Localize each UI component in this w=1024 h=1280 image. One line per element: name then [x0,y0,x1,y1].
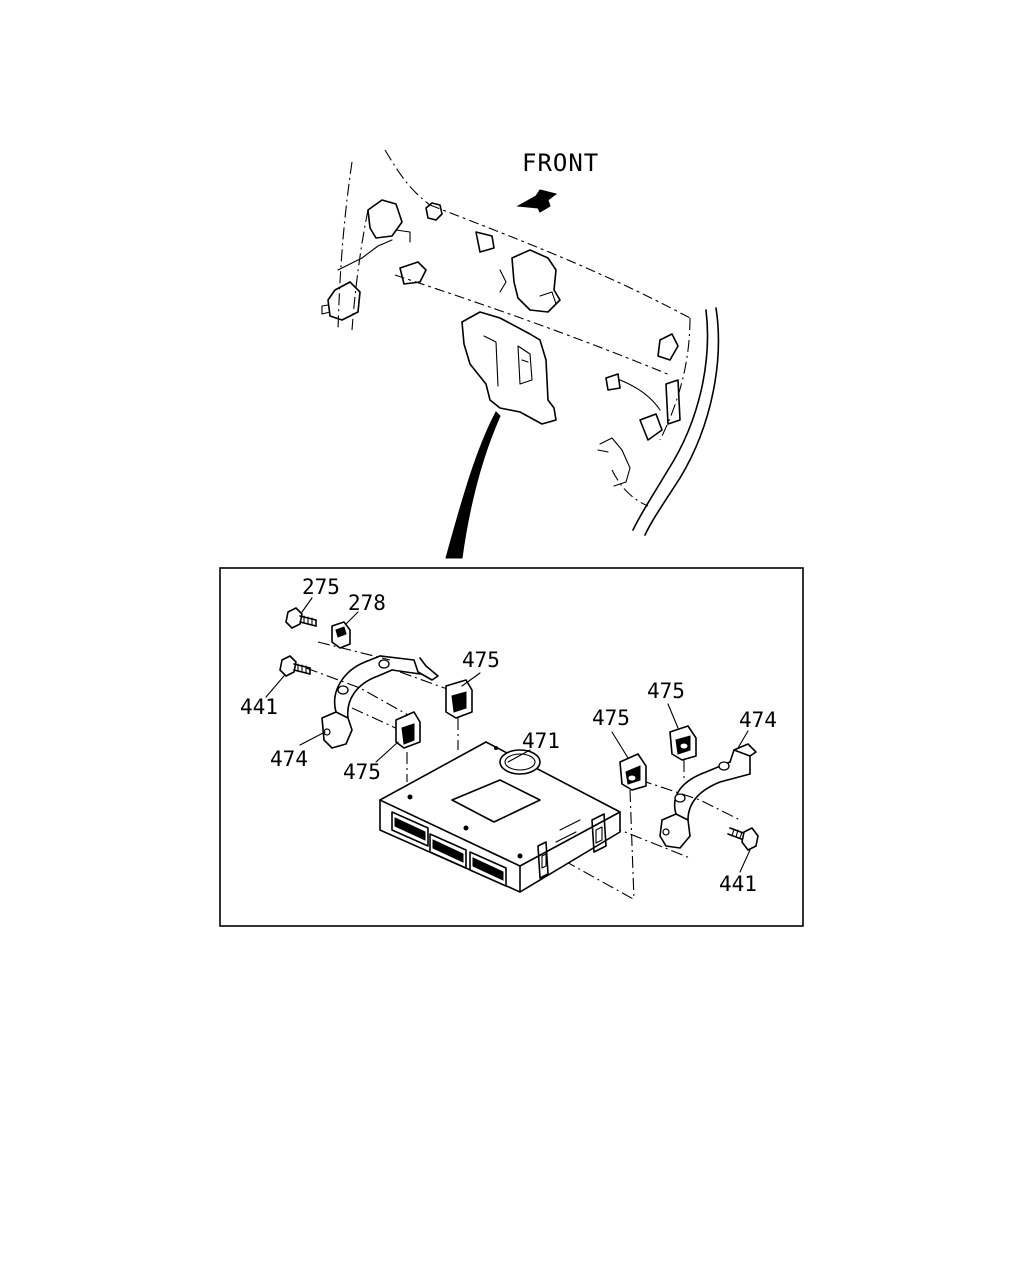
callout-441-left: 441 [240,695,278,719]
clip-475-lower-left [395,711,421,749]
callout-474-right: 474 [739,708,777,732]
front-label: FRONT [522,149,599,177]
callout-labels: 275 278 441 474 475 475 471 475 475 474 … [240,575,777,896]
detail-frame [219,567,804,927]
callout-278: 278 [348,591,386,615]
callout-475-upper-left: 475 [462,648,500,672]
callout-474-left: 474 [270,747,308,771]
clip-475-right-lower [619,753,647,791]
callout-475-right-upper: 475 [647,679,685,703]
nut-278 [331,621,351,649]
left-bracket-474 [321,655,439,749]
callout-475-right-lower: 475 [592,706,630,730]
right-bracket-474 [659,743,757,849]
callout-475-lower-left: 475 [343,760,381,784]
callout-275: 275 [302,575,340,599]
detail-leader-wedge [445,411,501,559]
front-direction-indicator: FRONT [516,149,599,213]
ecu-detail [265,597,759,901]
bolt-275 [285,607,317,629]
bolt-441-left [279,655,311,677]
clip-475-right-upper [669,725,697,761]
bolt-441-right [727,827,759,851]
dashboard-overview [321,149,720,536]
callout-471: 471 [522,729,560,753]
callout-441-right: 441 [719,872,757,896]
clip-475-upper-left [445,679,473,719]
ecu-unit-471 [379,741,621,893]
front-arrow-icon [516,189,558,213]
